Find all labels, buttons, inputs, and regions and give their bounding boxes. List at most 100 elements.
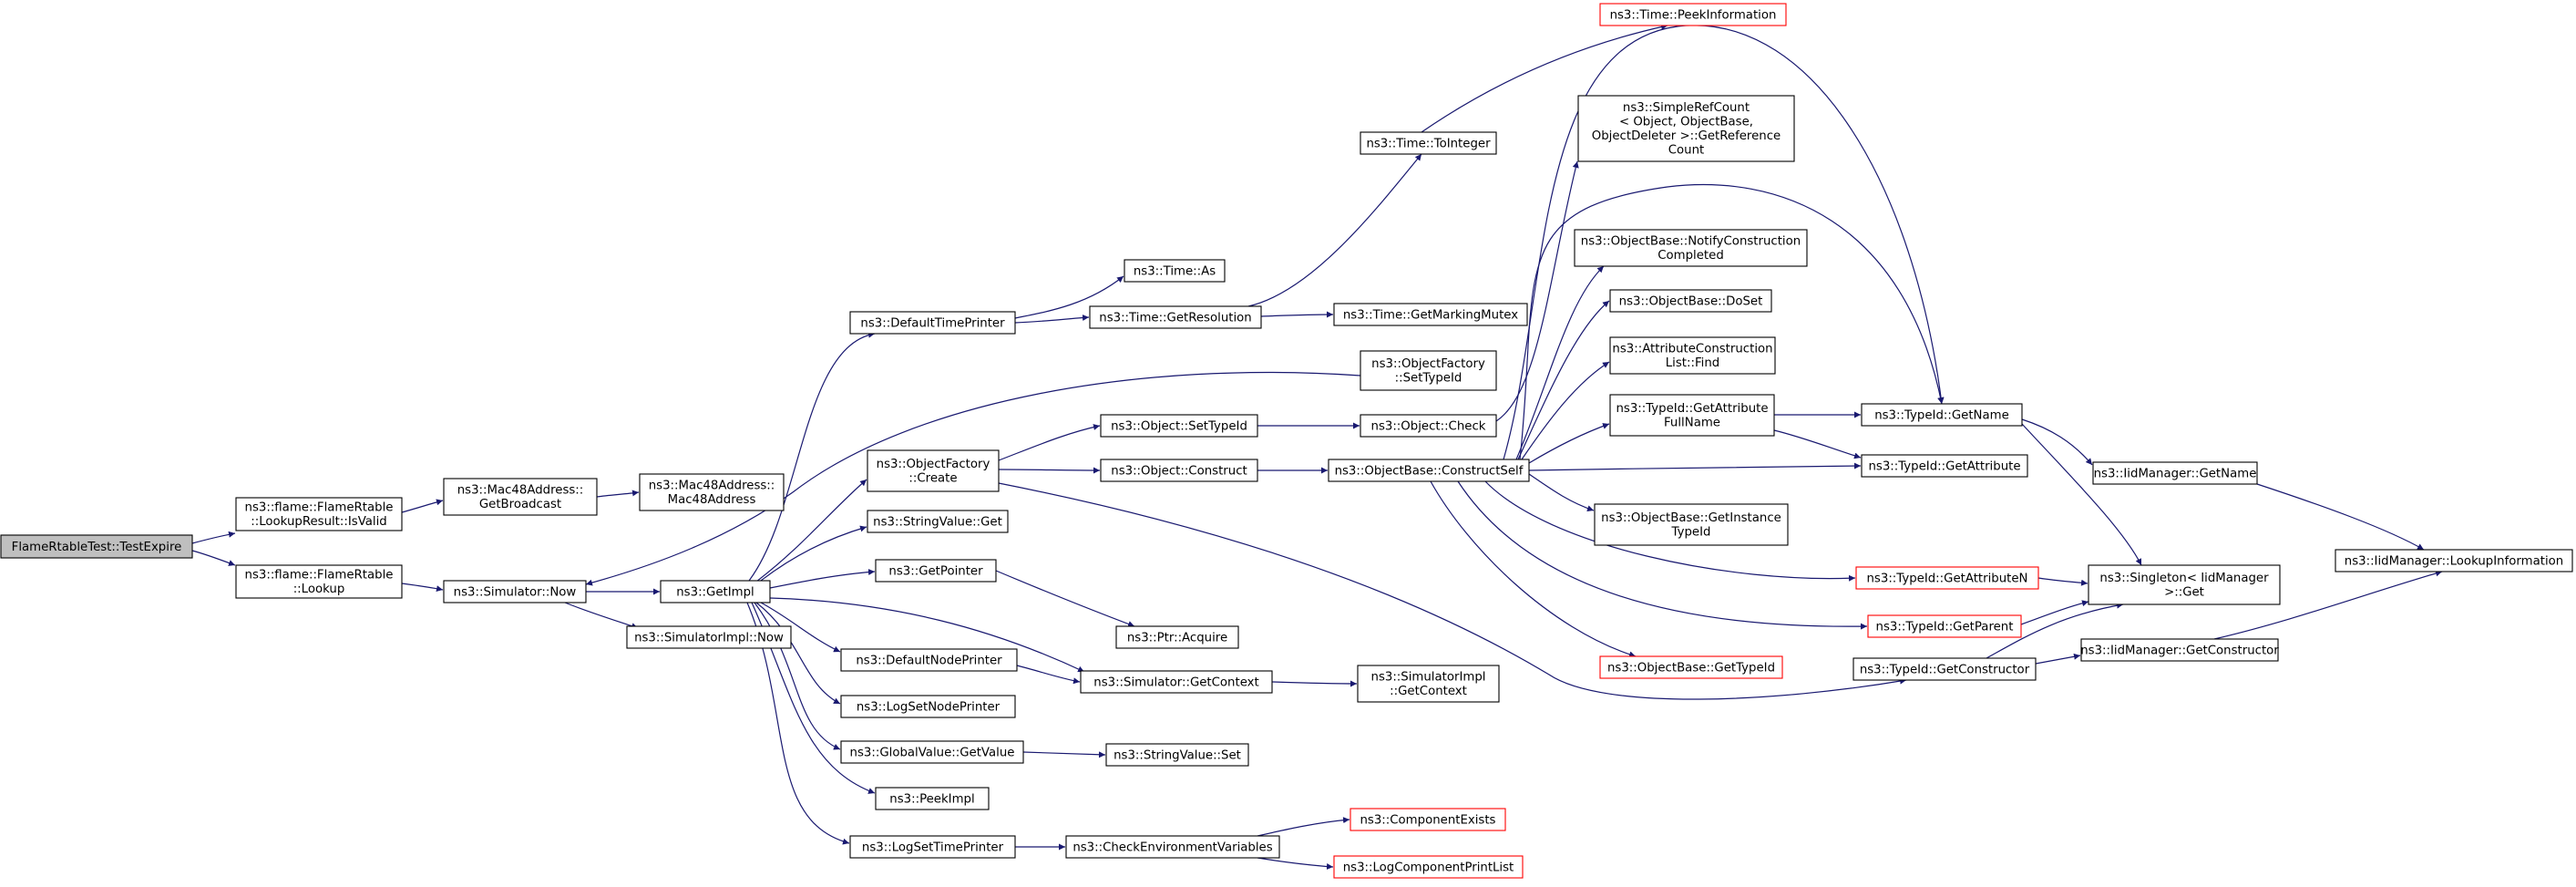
node-deftimeprinter[interactable]: ns3::DefaultTimePrinter [849,311,1016,335]
node-logsettime[interactable]: ns3::LogSetTimePrinter [849,835,1016,859]
edge-getimpl-to-ofcreate [755,479,867,583]
node-checkenv[interactable]: ns3::CheckEnvironmentVariables [1065,835,1280,859]
node-label: ns3::LogComponentPrintList [1343,861,1514,874]
node-iidlookup[interactable]: ns3::IidManager::LookupInformation [2335,549,2573,572]
node-label: ns3::SimulatorImpl [1371,671,1486,685]
node-simnow[interactable]: ns3::Simulator::Now [443,580,587,603]
node-strset[interactable]: ns3::StringValue::Set [1105,743,1249,767]
edge-tidgetattrn-to-singletonget [2037,577,2089,586]
node-getimpl[interactable]: ns3::GetImpl [660,580,771,603]
node-strget[interactable]: ns3::StringValue::Get [867,510,1009,533]
node-label: GetBroadcast [479,498,561,511]
node-label: ns3::IidManager::GetName [2094,467,2257,480]
node-box-tidgetattr [1861,454,2028,478]
node-label: ObjectDeleter >::GetReference [1592,129,1781,143]
node-label: ns3::CheckEnvironmentVariables [1072,841,1272,854]
node-box-getres [1089,305,1262,329]
node-obgettypeid[interactable]: ns3::ObjectBase::GetTypeId [1599,655,1783,679]
node-tidgetparent[interactable]: ns3::TypeId::GetParent [1867,614,2022,638]
edge-ofcreate-to-objsettypeid [998,424,1101,461]
node-label: ns3::Ptr::Acquire [1127,631,1227,645]
node-label: ns3::Time::ToInteger [1366,137,1491,150]
edge-root-to-lookup [191,550,236,566]
node-simgetctx[interactable]: ns3::Simulator::GetContext [1080,670,1273,694]
node-label: ::Lookup [293,583,345,596]
node-getpointer[interactable]: ns3::GetPointer [875,559,997,583]
node-defnodeprinter[interactable]: ns3::DefaultNodePrinter [840,648,1018,672]
edge-ofcreate-to-objconstruct [998,467,1101,474]
edge-iidgetname-to-iidlookup [2256,483,2425,551]
node-objcheck[interactable]: ns3::Object::Check [1360,414,1497,438]
node-notifyconstr[interactable]: ns3::ObjectBase::NotifyConstructionCompl… [1574,229,1808,267]
node-label: Mac48Address [668,493,756,507]
node-ofsettypeid[interactable]: ns3::ObjectFactory::SetTypeId [1360,350,1497,391]
node-peekimpl[interactable]: ns3::PeekImpl [875,787,990,810]
node-box-simplerefcount [1577,95,1795,162]
edge-tidgetname-to-iidgetname [2021,418,2093,466]
edge-objcheck-to-simplerefcount [1495,160,1579,422]
node-objconstruct[interactable]: ns3::Object::Construct [1100,459,1258,482]
node-box-singletonget [2088,564,2281,605]
node-label: ns3::PeekImpl [889,792,974,806]
node-objsettypeid[interactable]: ns3::Object::SetTypeId [1100,414,1258,438]
node-box-getattrfullname [1609,394,1775,437]
edge-deftimeprinter-to-getres [1014,315,1090,324]
node-box-peekimpl [875,787,990,810]
node-label: ns3::Object::Check [1371,419,1486,433]
nodes-layer: FlameRtableTest::TestExpirens3::flame::F… [0,3,2573,879]
node-root[interactable]: FlameRtableTest::TestExpire [0,534,193,559]
node-label: ns3::TypeId::GetConstructor [1860,663,2030,676]
node-compexists[interactable]: ns3::ComponentExists [1350,808,1506,831]
node-singletonget[interactable]: ns3::Singleton< IidManager>::Get [2088,564,2281,605]
edge-tointeger-to-peekinfo [1421,24,1668,133]
node-peekinfo[interactable]: ns3::Time::PeekInformation [1599,3,1787,26]
node-iidgetconstructor[interactable]: ns3::IidManager::GetConstructor [2080,638,2279,662]
node-label: ns3::TypeId::GetAttribute [1868,459,2020,473]
node-tidgetattrn[interactable]: ns3::TypeId::GetAttributeN [1855,566,2039,590]
node-simimplctx[interactable]: ns3::SimulatorImpl::GetContext [1357,665,1500,703]
node-box-lookup [235,564,403,599]
node-tidgetname[interactable]: ns3::TypeId::GetName [1861,403,2023,427]
node-getres[interactable]: ns3::Time::GetResolution [1089,305,1262,329]
node-gvgetvalue[interactable]: ns3::GlobalValue::GetValue [840,740,1024,764]
edge-constructself-to-getinstancetypeid [1528,473,1595,512]
node-lookup[interactable]: ns3::flame::FlameRtable::Lookup [235,564,403,599]
node-box-timeas [1124,259,1226,283]
node-mac48[interactable]: ns3::Mac48Address::Mac48Address [639,473,785,511]
node-iidgetname[interactable]: ns3::IidManager::GetName [2092,461,2258,485]
node-box-doset [1609,289,1772,313]
node-box-attrfind [1609,336,1776,375]
node-tointeger[interactable]: ns3::Time::ToInteger [1360,131,1497,155]
node-ptracquire[interactable]: ns3::Ptr::Acquire [1115,625,1239,649]
node-box-mac48 [639,473,785,511]
node-isvalid[interactable]: ns3::flame::FlameRtable::LookupResult::I… [235,497,403,531]
node-timeas[interactable]: ns3::Time::As [1124,259,1226,283]
node-logsetnode[interactable]: ns3::LogSetNodePrinter [840,695,1016,718]
node-tidgetconstructor[interactable]: ns3::TypeId::GetConstructor [1852,657,2037,681]
node-label: ns3::StringValue::Set [1114,748,1241,762]
edge-constructself-to-doset [1517,300,1610,460]
node-box-iidgetconstructor [2080,638,2279,662]
node-simplerefcount[interactable]: ns3::SimpleRefCount< Object, ObjectBase,… [1577,95,1795,162]
edge-ofcreate-to-tidgetconstructor [998,482,1907,700]
node-box-getpointer [875,559,997,583]
node-label: ns3::SimulatorImpl::Now [634,631,784,645]
edge-ofsettypeid-to-simnow [585,371,1361,586]
node-tidgetattr[interactable]: ns3::TypeId::GetAttribute [1861,454,2028,478]
node-simimplnow[interactable]: ns3::SimulatorImpl::Now [626,625,792,649]
node-ofcreate[interactable]: ns3::ObjectFactory::Create [867,449,1000,492]
node-label: ns3::ComponentExists [1360,813,1495,827]
node-label: ns3::LogSetTimePrinter [862,841,1004,854]
edge-getimpl-to-getpointer [769,569,876,589]
node-constructself[interactable]: ns3::ObjectBase::ConstructSelf [1328,459,1530,482]
node-getbroadcast[interactable]: ns3::Mac48Address::GetBroadcast [443,478,598,516]
node-box-logsetnode [840,695,1016,718]
node-logcomplist[interactable]: ns3::LogComponentPrintList [1333,855,1524,879]
node-doset[interactable]: ns3::ObjectBase::DoSet [1609,289,1772,313]
node-box-getmarking [1333,303,1528,326]
node-box-getinstancetypeid [1594,503,1789,546]
node-getmarking[interactable]: ns3::Time::GetMarkingMutex [1333,303,1528,326]
